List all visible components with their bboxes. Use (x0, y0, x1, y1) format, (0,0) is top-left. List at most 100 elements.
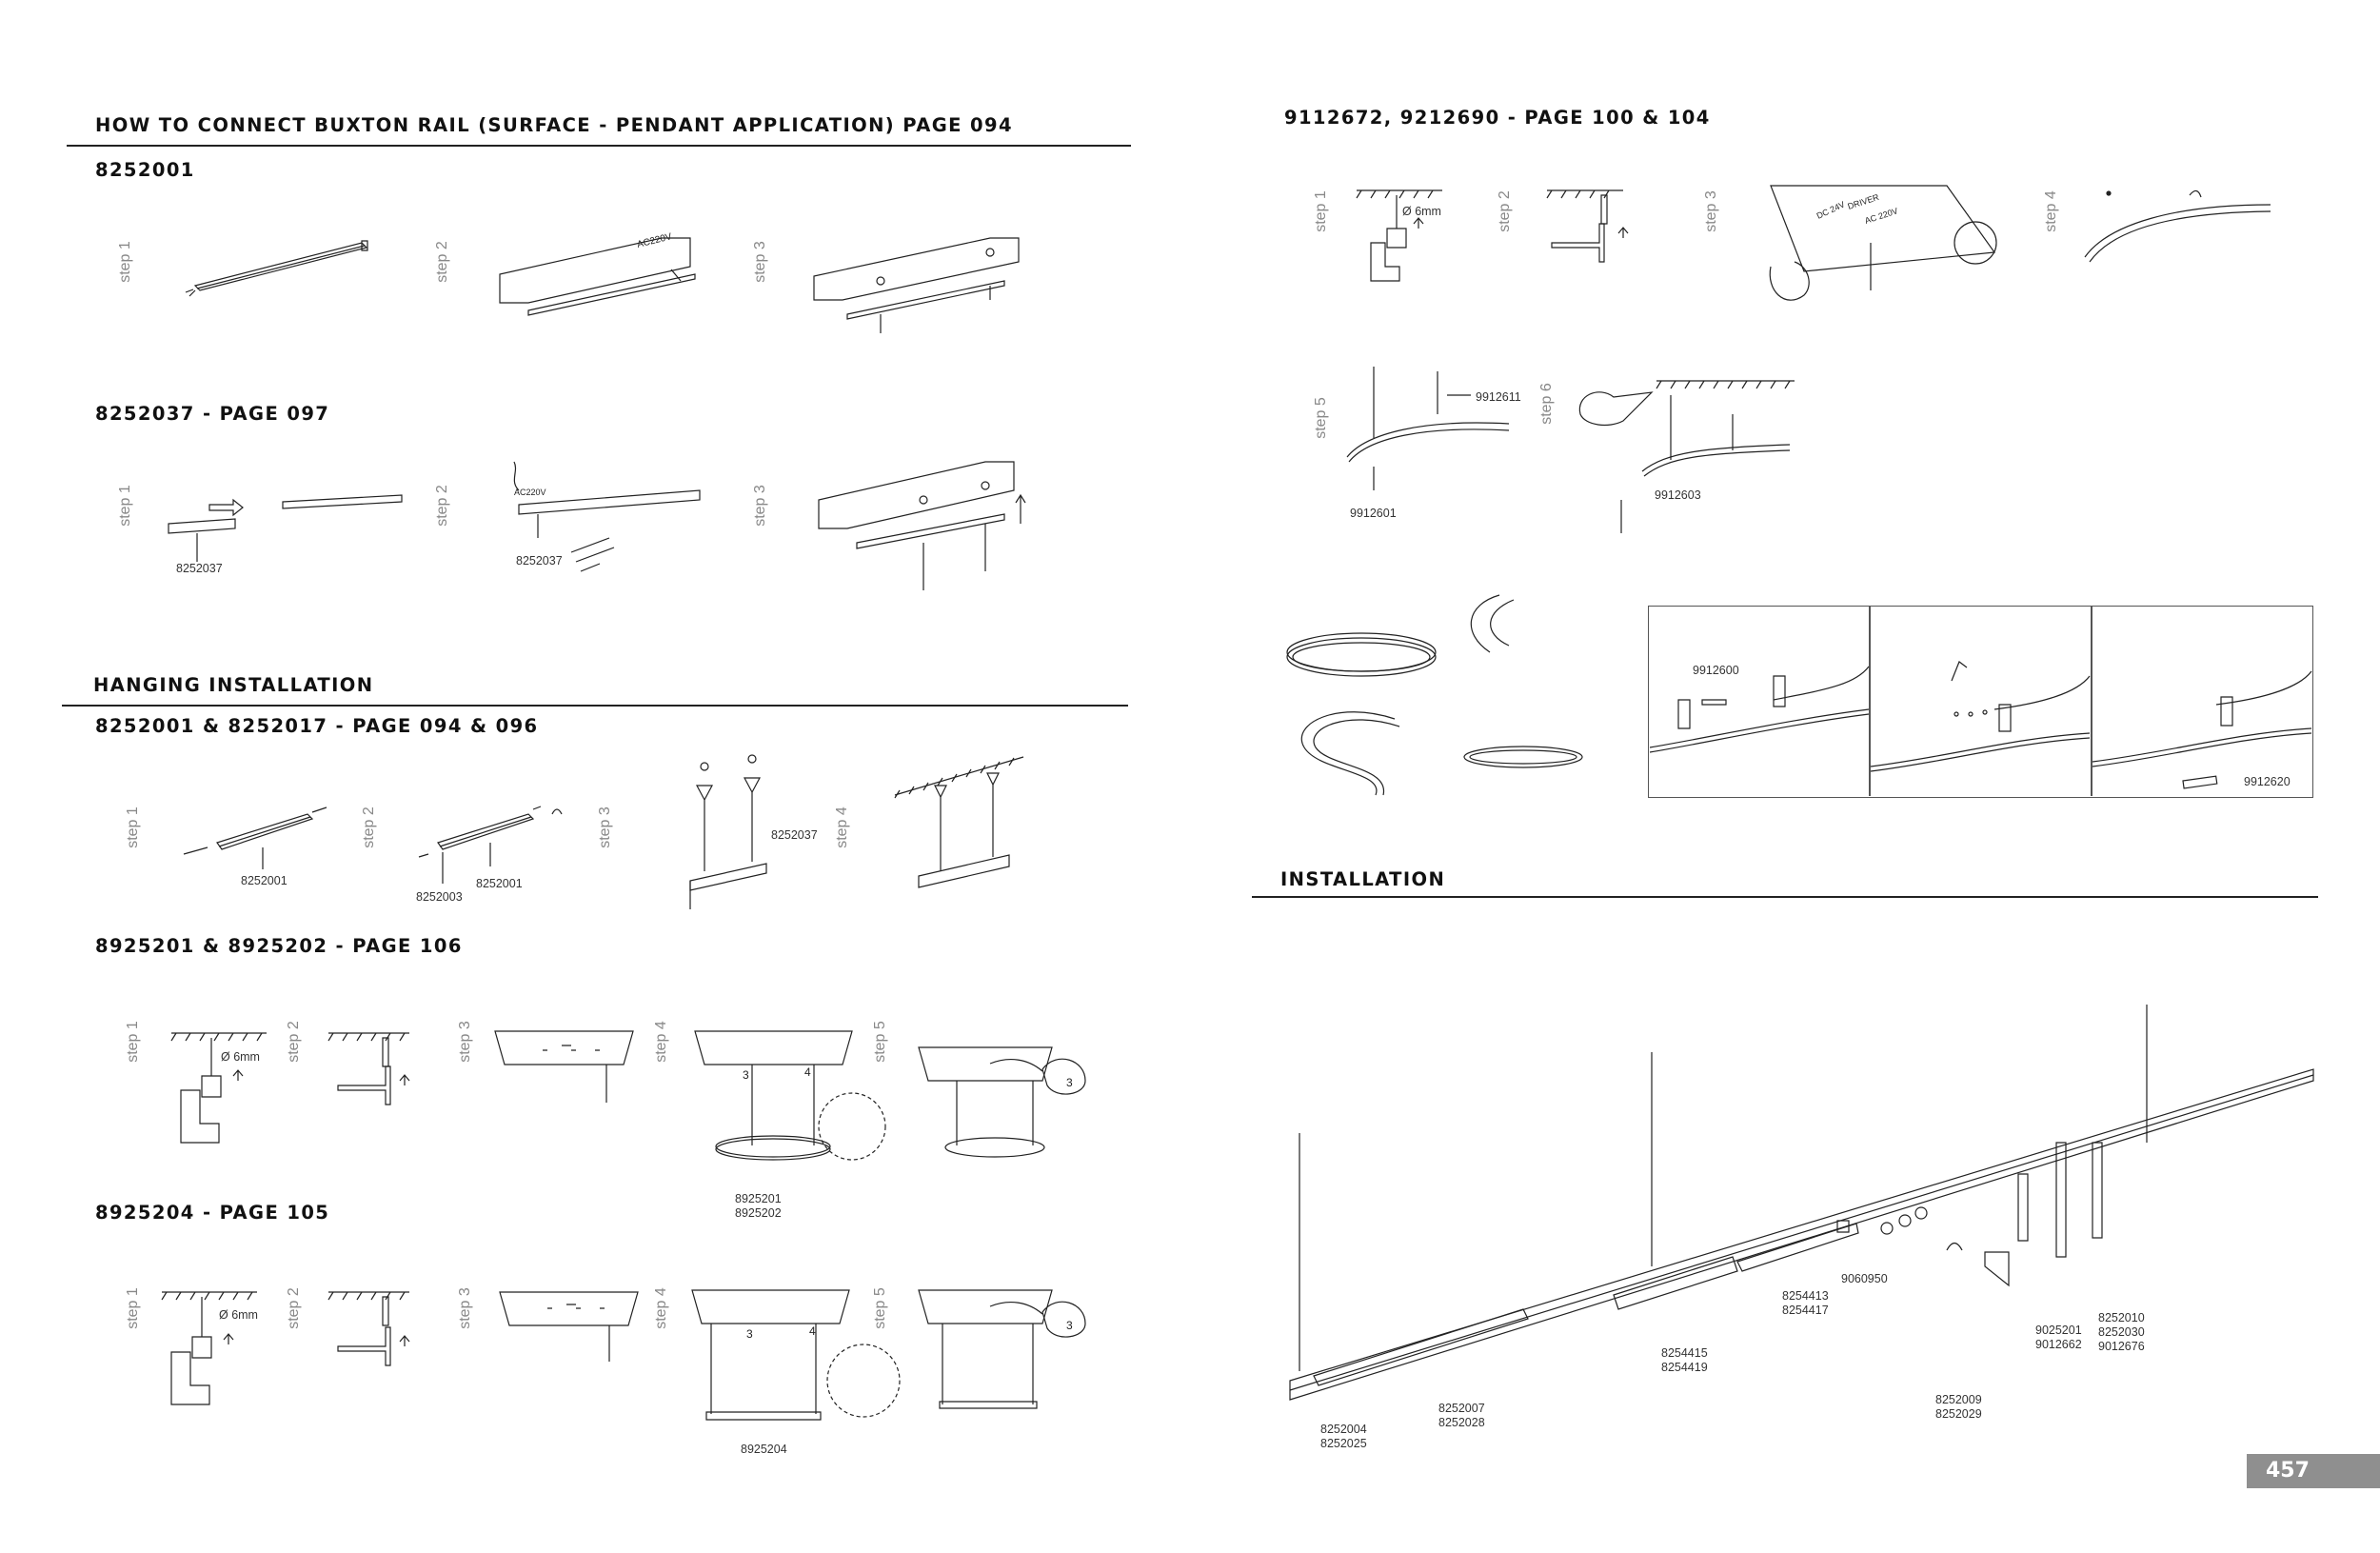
svg-text:3: 3 (746, 1327, 753, 1341)
step-label: step 1 (1313, 190, 1329, 232)
rail-ceiling-mount-illustration (819, 448, 1028, 595)
part-code: 8252037 (771, 828, 818, 842)
part-code: 8925204 (741, 1443, 787, 1456)
page-number-box: 457 (2247, 1454, 2380, 1488)
title-rule (67, 145, 1131, 147)
part-code: 8252037 (516, 554, 563, 567)
svg-text:4: 4 (809, 1324, 816, 1338)
main-title: HOW TO CONNECT BUXTON RAIL (SURFACE - PE… (95, 114, 1013, 136)
step-label: step 6 (1538, 383, 1555, 425)
part-code: 8252025 (1320, 1437, 1367, 1450)
curved-rail-illustration (2080, 186, 2271, 267)
step-label: step 3 (597, 806, 613, 848)
ring-pendant-finished-illustration: 3 (919, 1043, 1100, 1166)
part-code: 8252004 (1320, 1423, 1367, 1436)
part-code: 9912620 (2244, 775, 2291, 788)
section-title-8252001: 8252001 (95, 159, 195, 181)
part-code: 8252003 (416, 890, 463, 904)
part-code: 9012676 (2098, 1340, 2145, 1353)
hanging-rule (62, 705, 1128, 707)
svg-text:3: 3 (743, 1068, 749, 1082)
drill-illustration (1357, 186, 1461, 290)
part-code: 8252007 (1438, 1402, 1485, 1415)
part-code: 8252037 (176, 562, 223, 575)
page-number: 457 (2266, 1459, 2310, 1483)
part-code: 8254413 (1782, 1289, 1829, 1303)
curved-pendant-step5-illustration (1338, 367, 1514, 500)
linear-pendant-finished-illustration: 3 (919, 1285, 1100, 1414)
connector-detail-panels (1648, 606, 2313, 798)
part-code: 9012662 (2035, 1338, 2082, 1351)
section-title-8925204: 8925204 - PAGE 105 (95, 1202, 330, 1224)
connector-wire-illustration: AC220V (505, 462, 709, 590)
panel-divider (1869, 606, 1871, 796)
section-title-8925201-8925202: 8925201 & 8925202 - PAGE 106 (95, 935, 463, 957)
step-label: step 2 (286, 1021, 302, 1063)
step-label: step 4 (2043, 190, 2059, 232)
step-label: step 4 (653, 1021, 669, 1063)
panel-3-illustration (2092, 657, 2311, 781)
ceiling-plate-illustration (495, 1287, 643, 1383)
svg-text:3: 3 (1066, 1319, 1073, 1332)
hanging-step1-illustration (179, 805, 331, 871)
part-code: 8254415 (1661, 1346, 1708, 1360)
step-label: step 1 (125, 806, 141, 848)
drill-size-label: Ø 6mm (219, 1308, 258, 1322)
part-code: 8254419 (1661, 1361, 1708, 1374)
part-code: 9025201 (2035, 1324, 2082, 1337)
step-label: step 4 (653, 1287, 669, 1329)
anchor-illustration (328, 1028, 414, 1114)
part-code: 8925202 (735, 1206, 782, 1220)
svg-text:3: 3 (1066, 1076, 1073, 1089)
ceiling-plate-illustration (490, 1026, 638, 1122)
svg-text:DRIVER: DRIVER (1847, 192, 1881, 211)
section-title-8252001-8252017: 8252001 & 8252017 - PAGE 094 & 096 (95, 715, 539, 737)
svg-text:4: 4 (804, 1065, 811, 1079)
part-code: 9912603 (1655, 488, 1701, 502)
step-label: step 1 (125, 1021, 141, 1063)
installation-title: INSTALLATION (1280, 868, 1446, 890)
linear-pendant-install-illustration: 3 4 (687, 1285, 906, 1424)
track-system-illustration (1276, 1000, 2318, 1419)
step-label: step 5 (1313, 397, 1329, 439)
part-code: 9912600 (1693, 664, 1739, 677)
part-code: 8252009 (1935, 1393, 1982, 1406)
drill-illustration (171, 1028, 276, 1147)
step-label: step 3 (457, 1287, 473, 1329)
section-title-8252037: 8252037 - PAGE 097 (95, 403, 330, 425)
step-label: step 3 (457, 1021, 473, 1063)
rail-mount-illustration (814, 229, 1023, 338)
svg-text:DC 24V: DC 24V (1815, 199, 1847, 220)
step-label: step 2 (434, 485, 450, 527)
drill-size-label: Ø 6mm (221, 1050, 260, 1064)
hanging-installation-title: HANGING INSTALLATION (93, 674, 374, 696)
part-code: 8252001 (476, 877, 523, 890)
ring-pendant-install-illustration: 3 4 (690, 1026, 890, 1165)
rail-wiring-illustration: AC220V (500, 231, 700, 317)
drill-illustration (162, 1287, 267, 1411)
part-code: 8252029 (1935, 1407, 1982, 1421)
installation-rule (1252, 896, 2318, 898)
step-label: step 1 (117, 485, 133, 527)
step-label: step 2 (286, 1287, 302, 1329)
step-label: step 1 (117, 241, 133, 283)
svg-text:AC220V: AC220V (636, 231, 673, 250)
drill-size-label: Ø 6mm (1402, 205, 1441, 218)
step-label: step 4 (834, 806, 850, 848)
part-code: 9912601 (1350, 507, 1397, 520)
part-code: 9912611 (1476, 390, 1521, 404)
step-label: step 2 (361, 806, 377, 848)
step-label: step 1 (125, 1287, 141, 1329)
panel-2-illustration (1871, 657, 2090, 781)
part-code: 8925201 (735, 1192, 782, 1205)
driver-ceiling-illustration: DC 24V DRIVER AC 220V (1761, 186, 1994, 319)
svg-text:AC220V: AC220V (514, 488, 546, 497)
anchor-illustration (1547, 186, 1633, 271)
part-code: 8252028 (1438, 1416, 1485, 1429)
anchor-illustration (328, 1287, 414, 1373)
connector-insert-illustration (164, 490, 411, 567)
pendant-installed-illustration (895, 752, 1028, 905)
panel-1-illustration (1650, 657, 1869, 762)
hanging-step2-illustration (414, 800, 576, 886)
curved-pendant-step6-illustration (1580, 376, 1799, 538)
